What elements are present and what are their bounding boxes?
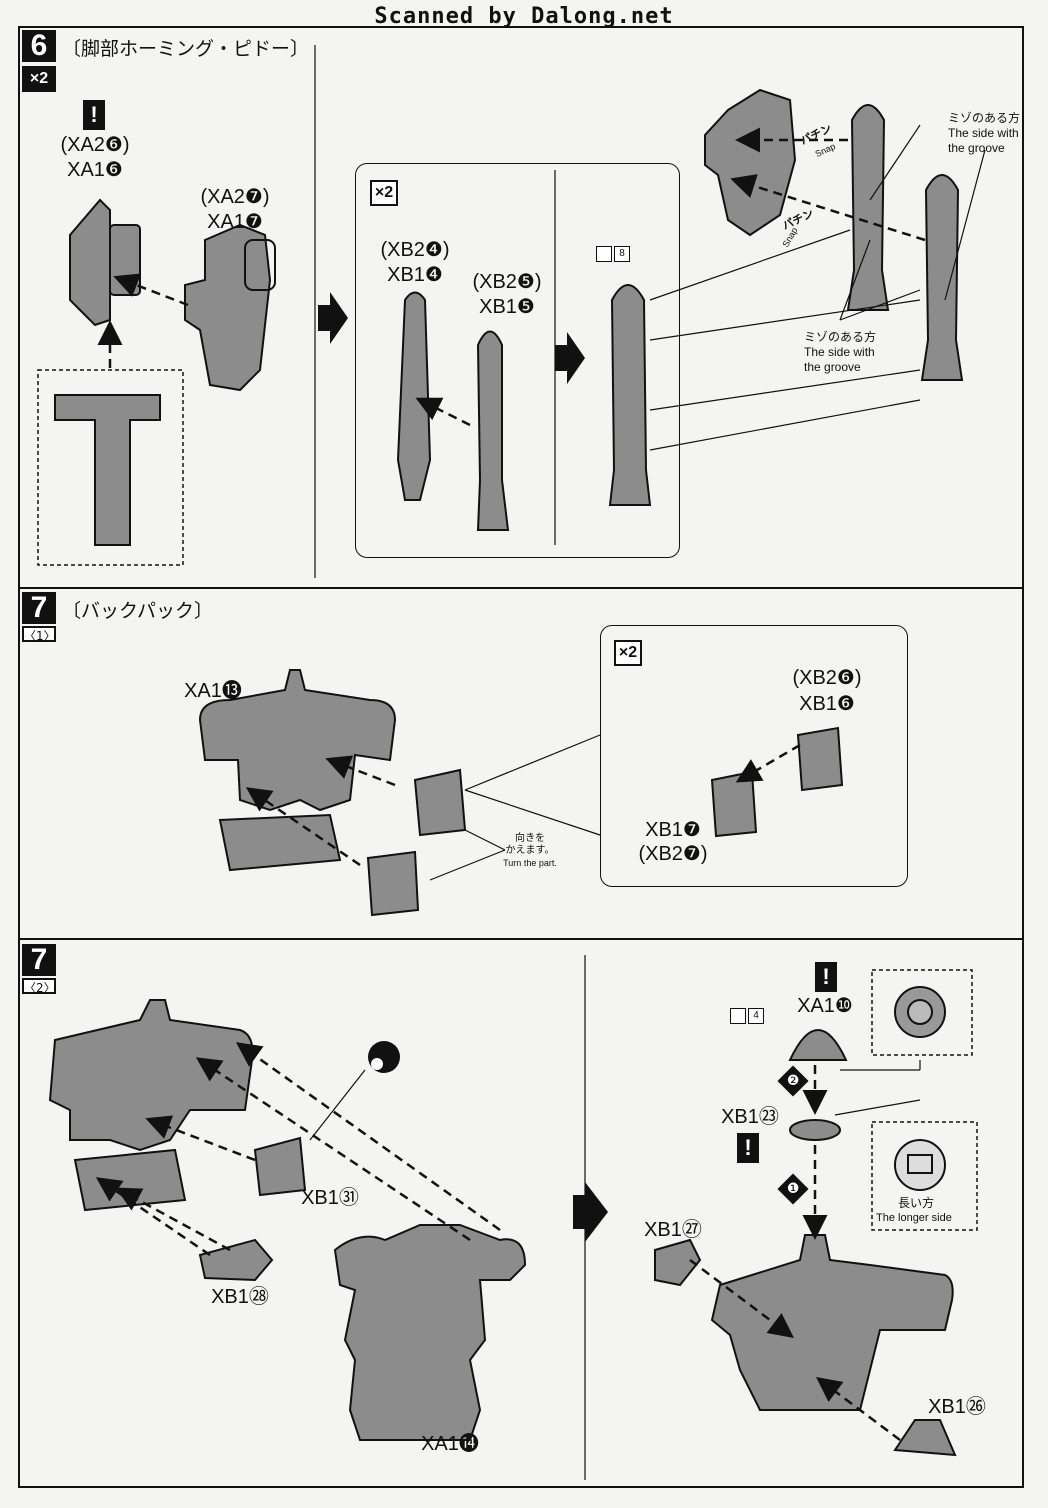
part-small-cap-left bbox=[654, 1238, 702, 1287]
turn-label-jp: かえます。 bbox=[505, 845, 555, 856]
part-label: (XB2❹) bbox=[380, 239, 450, 261]
part-missile-half bbox=[396, 291, 432, 501]
part-label: XA1⓭ bbox=[184, 680, 242, 702]
step7-1-sub: 〈1〉 bbox=[22, 626, 56, 643]
part-label: XB1㉘ bbox=[211, 1286, 269, 1308]
step7-2-sub: 〈2〉 bbox=[22, 978, 56, 995]
part-backpack-body bbox=[333, 1224, 527, 1441]
part-label: (XA2❻) bbox=[60, 134, 130, 156]
flow-arrow-1 bbox=[318, 292, 348, 344]
order-number: ❷ bbox=[786, 1073, 800, 1089]
step6-inner-qty: ×2 bbox=[370, 180, 398, 206]
part-label: XA1❿ bbox=[797, 995, 853, 1017]
warning-icon: ! bbox=[83, 100, 105, 130]
turn-label-en: Turn the part. bbox=[503, 858, 557, 868]
part-backpack-final bbox=[710, 1234, 954, 1411]
part-missile-assembled bbox=[608, 284, 652, 506]
groove-label-jp: ミゾのある方 bbox=[804, 330, 877, 344]
groove-label-en: The side with bbox=[948, 126, 1019, 140]
divider-step6 bbox=[18, 587, 1024, 589]
flow-arrow-2 bbox=[555, 332, 585, 384]
part-label: XB1❺ bbox=[479, 296, 535, 318]
watermark: Scanned by Dalong.net bbox=[374, 4, 674, 29]
part-label: (XB2❻) bbox=[792, 667, 862, 689]
part-label: XB1❼ bbox=[645, 819, 701, 841]
step6-title: 〔脚部ホーミング・ピドー〕 bbox=[62, 38, 310, 60]
turn-label-jp: 向きを bbox=[515, 833, 545, 844]
longer-side-jp: 長い方 bbox=[898, 1196, 935, 1210]
part-leg-cover bbox=[184, 223, 272, 392]
step7-1-detail-frame bbox=[600, 625, 908, 887]
groove-label-en: the groove bbox=[948, 141, 1005, 155]
warning-icon: ! bbox=[737, 1133, 759, 1163]
part-label: XB1❻ bbox=[799, 693, 855, 715]
part-missile-right-2 bbox=[920, 174, 964, 381]
step7-1-title: 〔バックパック〕 bbox=[62, 600, 214, 622]
flow-arrow-3 bbox=[573, 1182, 608, 1242]
decal-number: 4 bbox=[748, 1008, 764, 1024]
part-label: XA1❼ bbox=[207, 211, 263, 233]
part-small-base bbox=[198, 1238, 274, 1282]
part-small-cone-right bbox=[893, 1419, 957, 1457]
decal-icon bbox=[730, 1008, 746, 1024]
part-label: XB1㉓ bbox=[721, 1106, 779, 1128]
divider-step7-1 bbox=[18, 938, 1024, 940]
part-label: XA1❻ bbox=[67, 159, 123, 181]
decal-icon bbox=[596, 246, 612, 262]
longer-side-en: The longer side bbox=[876, 1212, 952, 1224]
decal-marker: 4 bbox=[730, 1008, 764, 1024]
groove-label-en: The side with bbox=[804, 345, 875, 359]
step7-2-number: 7 bbox=[22, 944, 56, 976]
part-label: XB1❹ bbox=[387, 264, 443, 286]
step7-1-inner-qty: ×2 bbox=[614, 640, 642, 666]
part-label: XB1㉖ bbox=[928, 1396, 986, 1418]
order-number: ❶ bbox=[786, 1181, 800, 1197]
part-missile-full bbox=[476, 330, 510, 531]
warning-icon: ! bbox=[815, 962, 837, 992]
part-leg-cover-right bbox=[704, 88, 797, 237]
part-ring bbox=[789, 1119, 841, 1141]
part-label: (XB2❼) bbox=[638, 843, 708, 865]
part-hinge-2 bbox=[366, 850, 420, 917]
groove-label-jp: ミゾのある方 bbox=[948, 111, 1021, 125]
step6-number: 6 bbox=[22, 30, 56, 62]
part-cone-cap bbox=[788, 1029, 848, 1061]
part-leg-frame bbox=[69, 198, 111, 327]
part-label: XA1⓮ bbox=[421, 1433, 479, 1455]
part-label: XB1㉛ bbox=[301, 1187, 359, 1209]
part-small-clip bbox=[253, 1136, 307, 1197]
part-missile-right-1 bbox=[846, 104, 890, 311]
step6-detail-frame bbox=[355, 163, 680, 558]
groove-label-en: the groove bbox=[804, 360, 861, 374]
part-hinge-4 bbox=[796, 726, 844, 792]
part-label: XB1㉗ bbox=[644, 1219, 702, 1241]
decal-marker: 8 bbox=[596, 246, 630, 262]
part-label: (XA2❼) bbox=[200, 186, 270, 208]
decal-number: 8 bbox=[614, 246, 630, 262]
step6-qty: ×2 bbox=[22, 66, 56, 92]
part-hinge-1 bbox=[413, 768, 467, 837]
part-backpack-left bbox=[48, 999, 254, 1152]
page-frame bbox=[18, 26, 1024, 1488]
step7-1-number: 7 bbox=[22, 592, 56, 624]
part-label: (XB2❺) bbox=[472, 271, 542, 293]
